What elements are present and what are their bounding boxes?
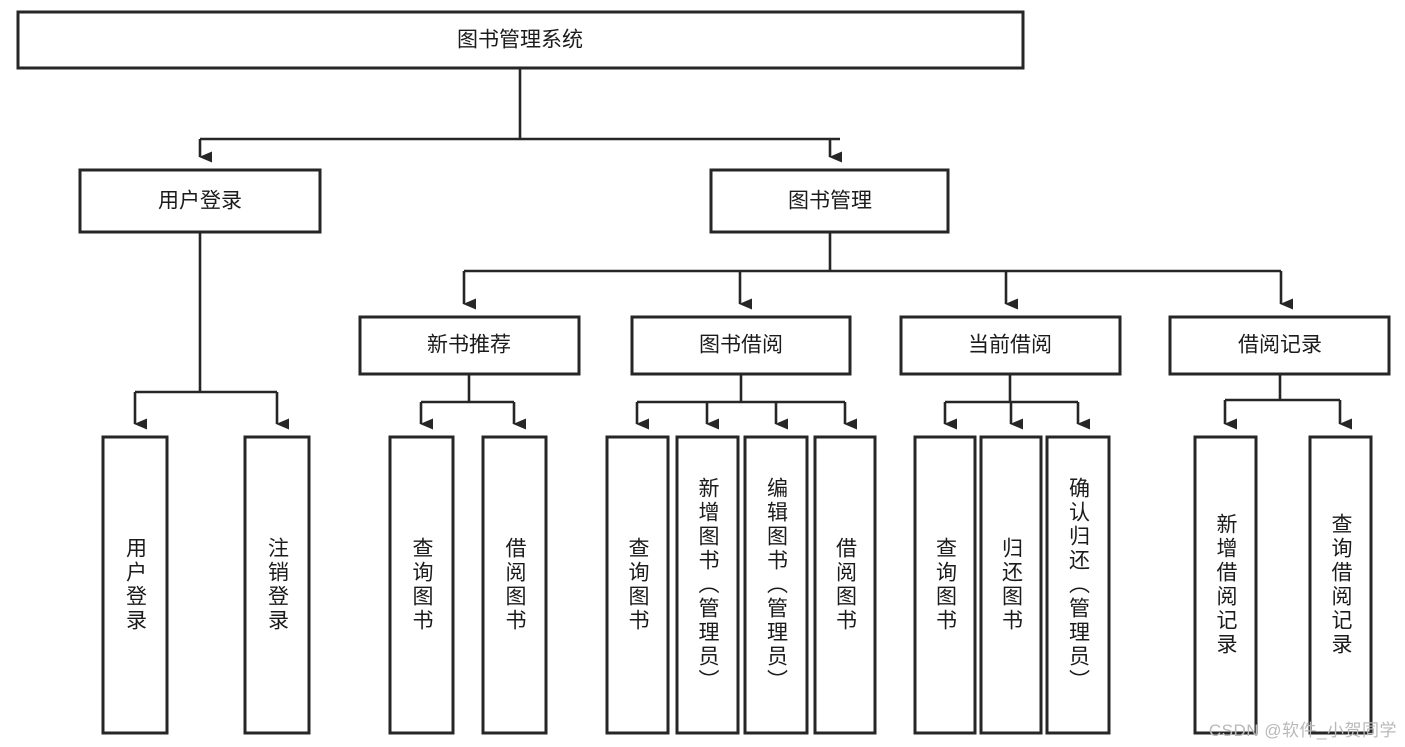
node-leaf-query-record-box[interactable] — [1308, 435, 1373, 735]
node-current-borrow-label: 当前借阅 — [968, 334, 1052, 357]
node-current-borrow-box[interactable] — [899, 315, 1122, 376]
node-leaf-borrow-book-1-box[interactable] — [481, 435, 548, 735]
node-user-login[interactable]: 用户登录 — [78, 168, 322, 234]
node-book-borrow[interactable]: 图书借阅 — [630, 315, 852, 376]
node-leaf-borrow-book-2-box[interactable] — [813, 435, 877, 735]
node-borrow-record[interactable]: 借阅记录 — [1168, 315, 1391, 376]
node-book-borrow-box[interactable] — [630, 315, 852, 376]
connector-group-new-book-recommend-to-leaves — [419, 374, 526, 430]
node-new-book-recommend-label: 新书推荐 — [427, 334, 511, 357]
node-user-login-label: 用户登录 — [158, 190, 242, 213]
node-leaf-edit-book-box[interactable] — [743, 435, 809, 735]
connector-group-book-manage-to-level3 — [462, 232, 1293, 310]
node-new-book-recommend[interactable]: 新书推荐 — [358, 315, 581, 376]
node-root-box[interactable] — [16, 10, 1025, 70]
connector-group-current-borrow-to-leaves — [943, 374, 1090, 430]
node-borrow-record-label: 借阅记录 — [1238, 334, 1322, 357]
node-user-login-box[interactable] — [78, 168, 322, 234]
node-leaf-add-record-box[interactable] — [1193, 435, 1258, 735]
node-book-manage-box[interactable] — [709, 168, 950, 234]
node-root[interactable]: 图书管理系统 — [16, 10, 1025, 70]
node-leaf-query-book-3-box[interactable] — [913, 435, 977, 735]
node-leaf-user-login-box[interactable] — [101, 435, 169, 735]
node-leaf-confirm-return-box[interactable] — [1045, 435, 1111, 735]
connector-group-book-borrow-to-leaves — [635, 374, 857, 430]
node-borrow-record-box[interactable] — [1168, 315, 1391, 376]
node-leaf-query-book-1-box[interactable] — [388, 435, 455, 735]
node-new-book-recommend-box[interactable] — [358, 315, 581, 376]
watermark-label: CSDN @软件_小贺同学 — [1208, 721, 1397, 740]
connector-group-root-to-level2 — [198, 68, 842, 163]
node-leaf-query-book-2-box[interactable] — [605, 435, 670, 735]
node-leaf-add-book-box[interactable] — [675, 435, 740, 735]
node-leaf-return-book-box[interactable] — [979, 435, 1043, 735]
node-book-manage-label: 图书管理 — [788, 190, 872, 213]
node-leaf-logout-box[interactable] — [243, 435, 311, 735]
node-current-borrow[interactable]: 当前借阅 — [899, 315, 1122, 376]
node-root-label: 图书管理系统 — [457, 29, 583, 52]
node-book-borrow-label: 图书借阅 — [699, 334, 783, 357]
connector-group-user-login-to-leaves — [133, 232, 289, 430]
connector-group-borrow-record-to-leaves — [1223, 374, 1352, 430]
node-book-manage[interactable]: 图书管理 — [709, 168, 950, 234]
